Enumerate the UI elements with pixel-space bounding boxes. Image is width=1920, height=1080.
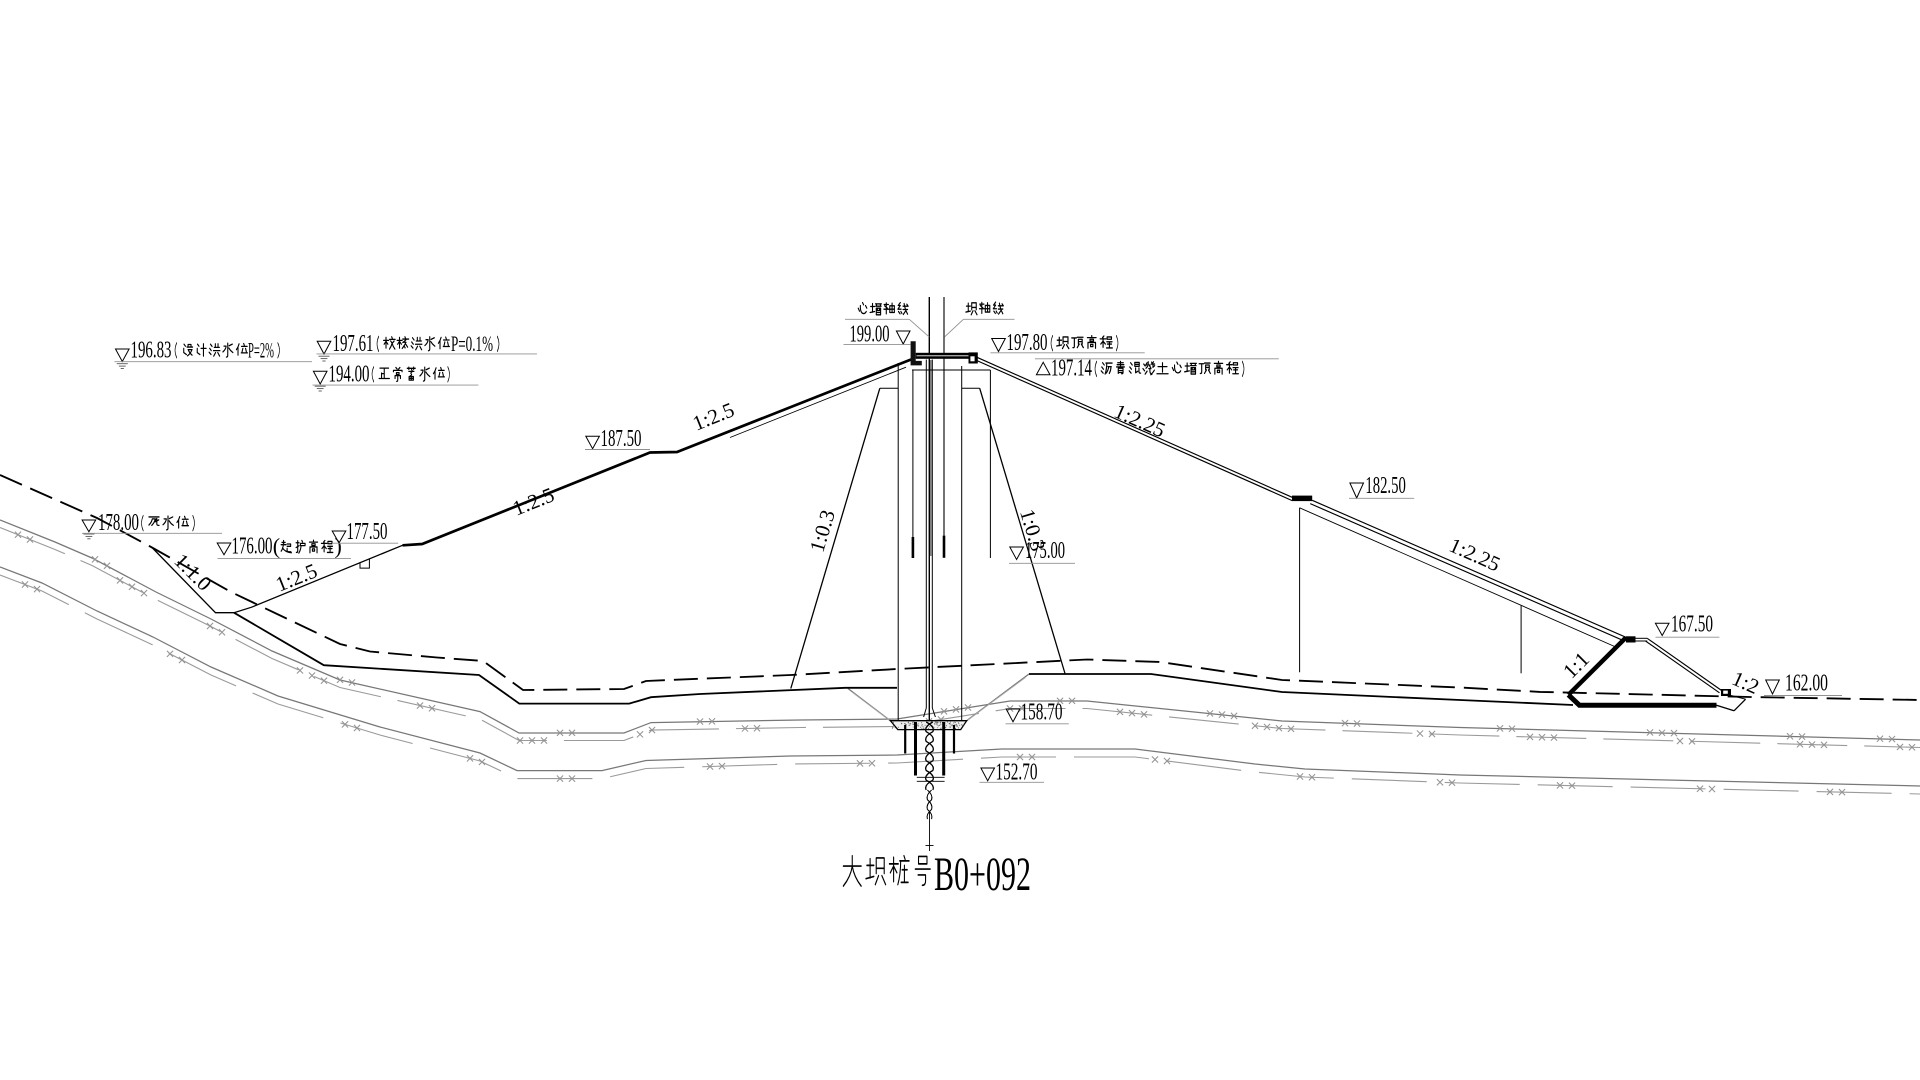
svg-text:176.00: 176.00: [232, 534, 273, 560]
svg-text:P=0.1%: P=0.1%: [451, 331, 493, 356]
svg-text:178.00: 178.00: [98, 510, 139, 536]
svg-text:P=2%: P=2%: [248, 338, 274, 363]
svg-text:): ): [335, 534, 342, 559]
svg-text:167.50: 167.50: [1671, 611, 1713, 637]
svg-text:182.50: 182.50: [1365, 473, 1405, 499]
svg-text:196.83: 196.83: [131, 338, 172, 364]
svg-text:(: (: [273, 534, 280, 559]
svg-text:162.00: 162.00: [1785, 671, 1828, 697]
svg-text:152.70: 152.70: [996, 760, 1038, 786]
svg-text:175.00: 175.00: [1025, 538, 1065, 564]
svg-text:158.70: 158.70: [1021, 700, 1063, 726]
svg-text:197.61: 197.61: [333, 331, 374, 357]
svg-text:197.80: 197.80: [1007, 330, 1048, 356]
svg-text:199.00: 199.00: [850, 322, 890, 348]
svg-text:177.50: 177.50: [347, 519, 388, 545]
svg-text:194.00: 194.00: [329, 362, 370, 388]
svg-text:187.50: 187.50: [601, 426, 642, 452]
svg-text:197.14: 197.14: [1051, 356, 1092, 382]
svg-text:B0+092: B0+092: [934, 848, 1031, 901]
